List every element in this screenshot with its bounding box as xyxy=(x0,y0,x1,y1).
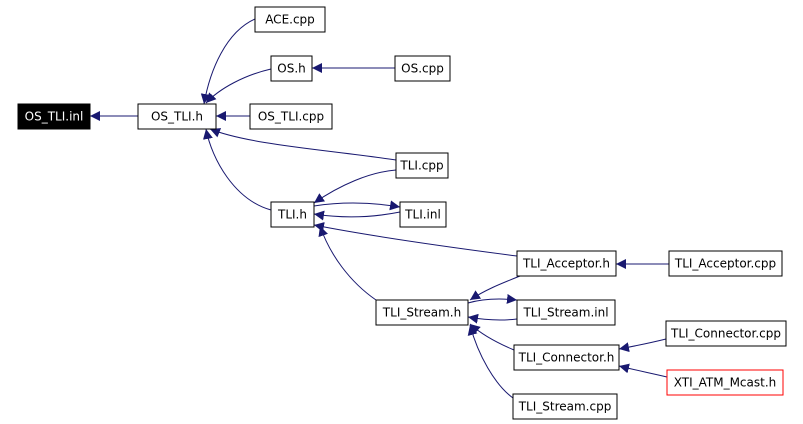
node-label: OS.h xyxy=(277,62,305,76)
node-tli-connector-cpp[interactable]: TLI_Connector.cpp xyxy=(665,320,787,347)
edge-tli-acceptor-h-to-tli-h xyxy=(313,222,518,257)
edge-os-h-to-os-tli-h xyxy=(205,68,272,104)
node-tli-h[interactable]: TLI.h xyxy=(270,201,315,228)
node-tli-acceptor-cpp[interactable]: TLI_Acceptor.cpp xyxy=(668,250,783,277)
node-label: TLI_Stream.inl xyxy=(522,306,608,320)
edge-tli-stream-cpp-to-tli-stream-h xyxy=(467,324,514,399)
edge-tli-cpp-to-os-tli-h xyxy=(209,128,397,161)
node-label: OS.cpp xyxy=(401,62,444,76)
node-os-tli-h[interactable]: OS_TLI.h xyxy=(137,103,217,130)
node-os-h[interactable]: OS.h xyxy=(270,55,313,82)
node-os-tli-inl[interactable]: OS_TLI.inl xyxy=(17,103,91,130)
node-label: OS_TLI.cpp xyxy=(258,110,324,124)
node-label: TLI_Connector.h xyxy=(518,351,615,365)
edge-tli-connector-cpp-to-tli-connector-h xyxy=(618,338,667,353)
edge-tli-cpp-to-tli-h xyxy=(313,169,397,204)
edge-xti-atm-mcast-h-to-tli-connector-h xyxy=(618,363,668,378)
node-label: ACE.cpp xyxy=(265,13,315,27)
node-tli-stream-inl[interactable]: TLI_Stream.inl xyxy=(516,299,616,326)
node-label: XTI_ATM_Mcast.h xyxy=(674,376,777,390)
edge-ace-cpp-to-os-tli-h xyxy=(200,18,256,105)
node-tli-connector-h[interactable]: TLI_Connector.h xyxy=(513,344,620,371)
edge-tli-stream-h-to-tli-h xyxy=(318,225,377,301)
edge-tli-h-to-tli-inl xyxy=(313,200,401,211)
node-label: TLI.inl xyxy=(404,208,441,222)
edge-tli-acceptor-h-to-tli-stream-h xyxy=(469,275,521,301)
node-label: OS_TLI.h xyxy=(151,110,203,124)
node-tli-cpp[interactable]: TLI.cpp xyxy=(395,152,449,179)
edge-tli-inl-to-tli-h xyxy=(313,210,401,221)
edge-tli-h-to-os-tli-h xyxy=(202,128,272,211)
edge-tli-stream-inl-to-tli-stream-h xyxy=(467,313,518,324)
edge-tli-stream-h-to-tli-stream-inl xyxy=(467,293,518,304)
node-label: TLI.h xyxy=(277,208,307,222)
nodes: OS_TLI.inl OS_TLI.h ACE.cpp OS.h OS.cpp … xyxy=(17,6,787,420)
node-label: TLI_Connector.cpp xyxy=(670,327,781,341)
node-label: TLI_Stream.cpp xyxy=(518,400,612,414)
node-os-tli-cpp[interactable]: OS_TLI.cpp xyxy=(249,103,333,130)
node-label: TLI_Acceptor.cpp xyxy=(674,257,776,271)
node-tli-inl[interactable]: TLI.inl xyxy=(399,201,447,228)
node-label: OS_TLI.inl xyxy=(25,110,84,124)
node-label: TLI.cpp xyxy=(399,159,443,173)
edges xyxy=(90,18,669,399)
node-label: TLI_Acceptor.h xyxy=(522,257,610,271)
node-tli-acceptor-h[interactable]: TLI_Acceptor.h xyxy=(516,250,617,277)
node-label: TLI_Stream.h xyxy=(382,306,461,320)
node-ace-cpp[interactable]: ACE.cpp xyxy=(254,6,326,33)
node-tli-stream-cpp[interactable]: TLI_Stream.cpp xyxy=(512,393,618,420)
node-xti-atm-mcast-h[interactable]: XTI_ATM_Mcast.h xyxy=(666,369,784,396)
node-tli-stream-h[interactable]: TLI_Stream.h xyxy=(375,299,469,326)
node-os-cpp[interactable]: OS.cpp xyxy=(394,55,451,82)
